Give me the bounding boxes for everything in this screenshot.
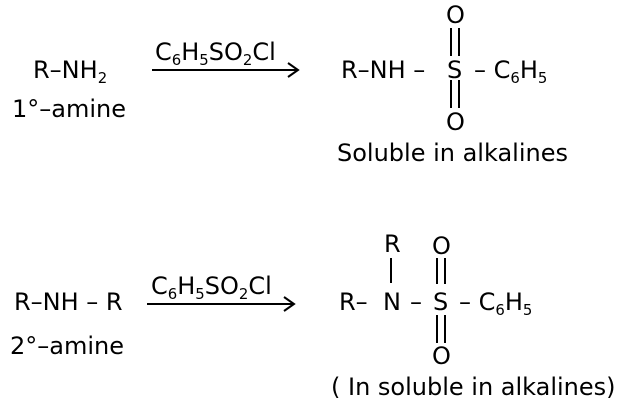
reaction1-oxygen-bottom: O xyxy=(446,108,465,136)
reaction1-sulfur: S xyxy=(447,56,463,84)
reaction1-arrowhead xyxy=(287,62,300,78)
reaction2-solubility: ( In soluble in alkalines) xyxy=(331,373,616,401)
reaction2-oxygen-bottom: O xyxy=(432,342,451,370)
reaction2-nitrogen: N xyxy=(383,288,401,316)
reaction1-product-left: R–NH – xyxy=(341,56,426,84)
reaction2-n-s-dash: – xyxy=(410,288,422,316)
reaction2-r-top: R xyxy=(384,230,401,258)
reaction2-reagent: C6H5SO2Cl xyxy=(151,272,272,304)
reaction1-solubility: Soluble in alkalines xyxy=(337,139,568,167)
reaction2-arrowhead xyxy=(283,296,296,312)
reaction2-reactant: R–NH – R xyxy=(14,288,123,316)
reaction1-reagent: C6H5SO2Cl xyxy=(155,38,276,70)
reaction2-product-left: R– xyxy=(339,288,368,316)
reaction1-oxygen-top: O xyxy=(446,1,465,29)
reaction2-oxygen-top: O xyxy=(432,232,451,260)
reaction2-reactant-label: 2°–amine xyxy=(10,332,124,360)
reaction2-product-right: – C6H5 xyxy=(459,288,533,320)
reaction2-sulfur: S xyxy=(433,288,449,316)
reaction1-reactant: R–NH2 xyxy=(33,56,108,88)
reaction1-reactant-label: 1°–amine xyxy=(12,95,126,123)
reaction1-product-right: – C6H5 xyxy=(474,56,548,88)
